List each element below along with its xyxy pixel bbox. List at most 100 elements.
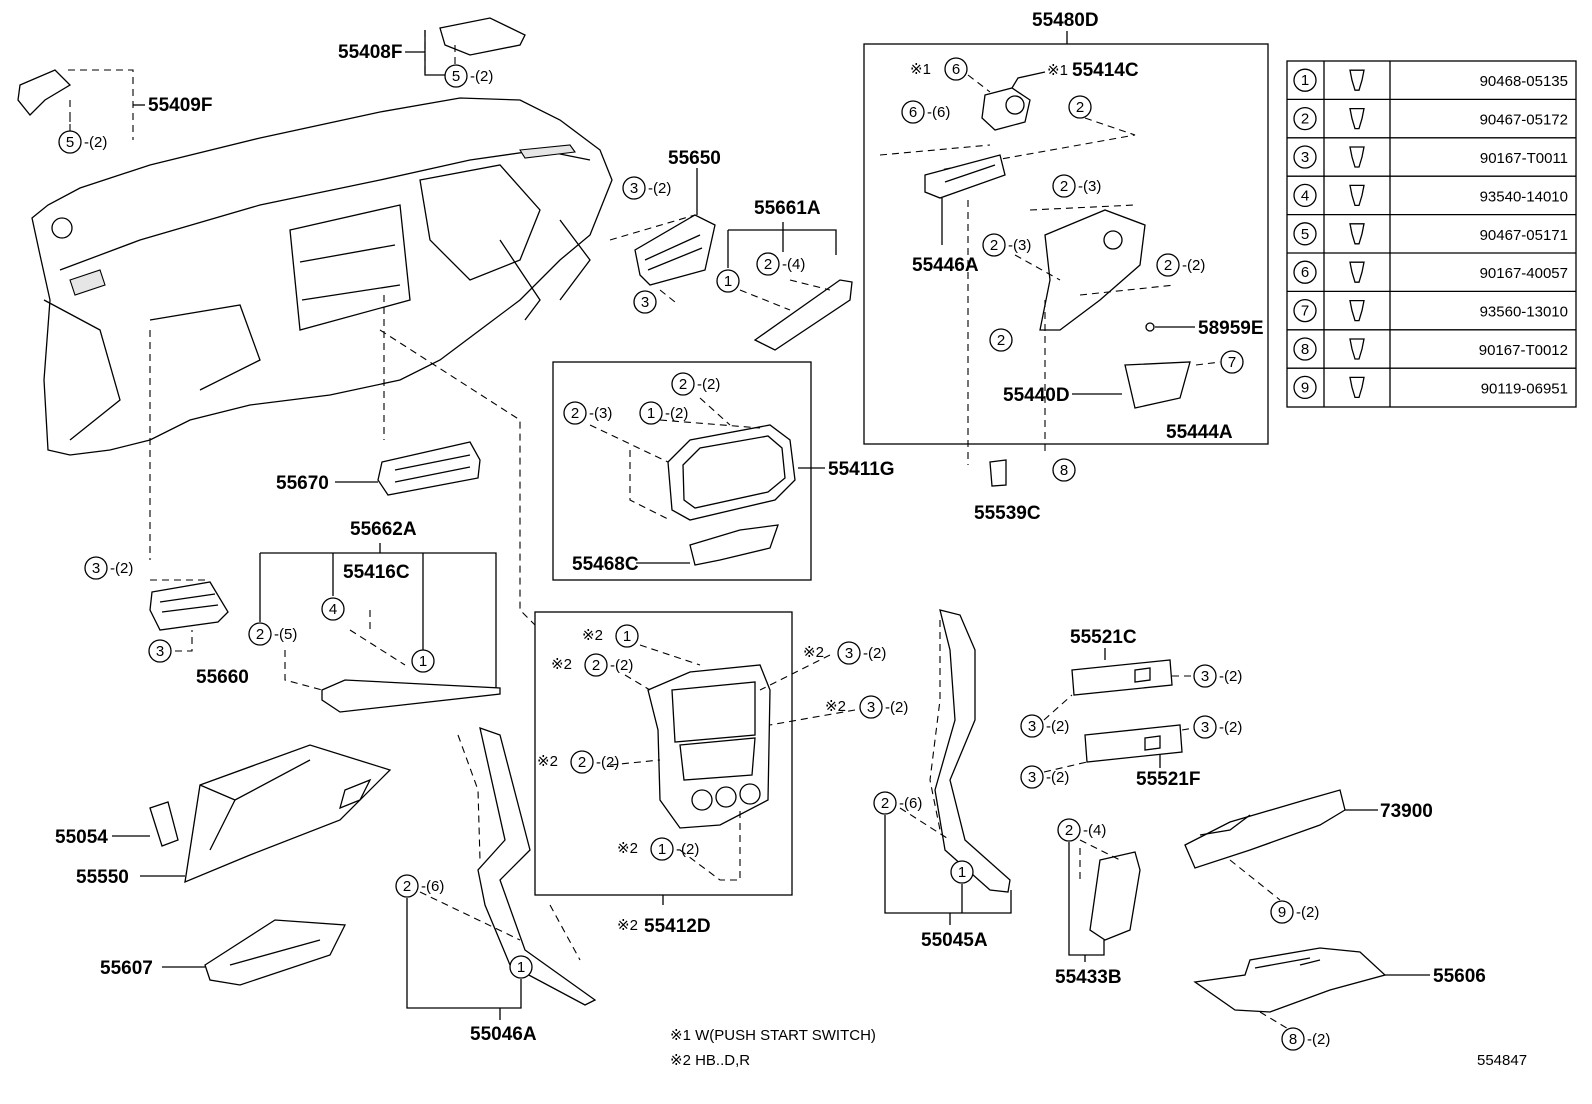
label-55444A: 55444A bbox=[1166, 422, 1233, 443]
callout-3: 3 bbox=[1201, 668, 1209, 685]
label-55416C: 55416C bbox=[343, 562, 410, 583]
fastener-icon bbox=[1349, 69, 1365, 91]
qty-label: -(6) bbox=[421, 878, 444, 895]
note-mark-2: ※2 bbox=[582, 627, 603, 644]
callout-1: 1 bbox=[623, 628, 631, 645]
legend-callout-circle bbox=[1293, 68, 1317, 92]
callout-1: 1 bbox=[517, 959, 525, 976]
callout-3: 3 bbox=[92, 560, 100, 577]
note-1: ※1 W(PUSH START SWITCH) bbox=[670, 1027, 876, 1044]
qty-label: -(2) bbox=[648, 180, 671, 197]
callout-2: 2 bbox=[764, 256, 772, 273]
qty-label: -(4) bbox=[1083, 822, 1106, 839]
qty-label: -(3) bbox=[1008, 237, 1031, 254]
label-55670: 55670 bbox=[276, 473, 329, 494]
callout-2: 2 bbox=[403, 878, 411, 895]
qty-label: -(2) bbox=[1219, 719, 1242, 736]
callout-2: 2 bbox=[1076, 99, 1084, 116]
fastener-icon bbox=[1349, 146, 1365, 168]
callout-1: 1 bbox=[724, 273, 732, 290]
callout-2: 2 bbox=[1065, 822, 1073, 839]
label-55480D: 55480D bbox=[1032, 10, 1099, 31]
qty-label: -(2) bbox=[697, 376, 720, 393]
legend-callout-number: 7 bbox=[1301, 303, 1309, 320]
callout-8: 8 bbox=[1289, 1031, 1297, 1048]
note-mark-2: ※2 bbox=[551, 656, 572, 673]
label-55606: 55606 bbox=[1433, 966, 1486, 987]
legend-part-number: 90467-05171 bbox=[1480, 227, 1568, 244]
qty-label: -(2) bbox=[1219, 668, 1242, 685]
qty-label: -(2) bbox=[610, 657, 633, 674]
legend-part-number: 90119-06951 bbox=[1481, 380, 1568, 397]
legend-callout-circle bbox=[1293, 298, 1317, 323]
callout-7: 7 bbox=[1228, 354, 1236, 371]
label-55607: 55607 bbox=[100, 958, 153, 979]
callout-2: 2 bbox=[1164, 257, 1172, 274]
callout-3: 3 bbox=[641, 294, 649, 311]
qty-label: -(2) bbox=[885, 699, 908, 716]
qty-label: -(2) bbox=[596, 754, 619, 771]
callout-3: 3 bbox=[867, 699, 875, 716]
qty-label: -(2) bbox=[110, 560, 133, 577]
legend-callout-circle bbox=[1293, 222, 1317, 246]
fastener-icon bbox=[1349, 299, 1365, 322]
part-55521-switch-panels: 55521C 3 -(2) 3 -(2) 3 -(2) 3 -(2) 55521… bbox=[1020, 627, 1242, 790]
legend-callout-number: 3 bbox=[1301, 149, 1309, 166]
label-55440D: 55440D bbox=[1003, 385, 1070, 406]
callout-2: 2 bbox=[990, 237, 998, 254]
qty-label: -(2) bbox=[1296, 904, 1319, 921]
part-55409F-bracket: 55409F 5 -(2) bbox=[17, 69, 212, 154]
part-55408F-bracket: 55408F 5 -(2) bbox=[338, 17, 526, 88]
qty-label: -(6) bbox=[927, 104, 950, 121]
legend-callout-circle bbox=[1293, 183, 1317, 208]
callout-6: 6 bbox=[952, 61, 960, 78]
note-mark-1: ※1 bbox=[910, 61, 931, 78]
label-55661A: 55661A bbox=[754, 198, 821, 219]
note-2: ※2 HB..D,R bbox=[670, 1052, 750, 1069]
fastener-icon bbox=[1349, 261, 1365, 283]
callout-3: 3 bbox=[1201, 719, 1209, 736]
legend-part-number: 90468-05135 bbox=[1480, 73, 1568, 90]
fastener-icon bbox=[1349, 376, 1365, 399]
legend-callout-circle bbox=[1293, 337, 1317, 361]
fastener-icon bbox=[1349, 223, 1365, 245]
part-55661A-trim: 55661A 2 -(4) 1 bbox=[716, 198, 853, 351]
label-55550: 55550 bbox=[76, 867, 129, 888]
part-55433B-panel: 2 -(4) 55433B bbox=[1055, 818, 1141, 988]
part-55650-vent: 55650 3 -(2) 3 bbox=[609, 148, 721, 314]
legend-callout-circle bbox=[1293, 106, 1317, 131]
legend-part-number: 93540-14010 bbox=[1480, 188, 1568, 205]
group-55662A: 55662A 55416C 2 -(5) 4 1 bbox=[248, 519, 501, 713]
qty-label: -(3) bbox=[1078, 178, 1101, 195]
qty-label: -(2) bbox=[1182, 257, 1205, 274]
label-73900: 73900 bbox=[1380, 801, 1433, 822]
callout-3: 3 bbox=[1028, 769, 1036, 786]
callout-2: 2 bbox=[256, 626, 264, 643]
callout-3: 3 bbox=[845, 645, 853, 662]
label-55539C: 55539C bbox=[974, 503, 1041, 524]
label-55414C: 55414C bbox=[1072, 60, 1139, 81]
label-55521F: 55521F bbox=[1136, 769, 1200, 790]
legend-part-number: 90167-T0012 bbox=[1479, 342, 1568, 359]
label-55411G: 55411G bbox=[828, 459, 895, 480]
label-55409F: 55409F bbox=[148, 95, 212, 116]
callout-4: 4 bbox=[329, 601, 337, 618]
callout-2: 2 bbox=[997, 332, 1005, 349]
part-55550-glove-box: 55054 55550 bbox=[55, 744, 392, 888]
qty-label: -(4) bbox=[782, 256, 805, 273]
label-55054: 55054 bbox=[55, 827, 108, 848]
label-55408F: 55408F bbox=[338, 42, 402, 63]
fastener-icon bbox=[1349, 184, 1365, 207]
label-55433B: 55433B bbox=[1055, 967, 1122, 988]
label-55660: 55660 bbox=[196, 667, 249, 688]
label-55468C: 55468C bbox=[572, 554, 639, 575]
legend-callout-number: 4 bbox=[1301, 187, 1309, 204]
note-mark-2: ※2 bbox=[617, 840, 638, 857]
label-55650: 55650 bbox=[668, 148, 721, 169]
legend-part-number: 90467-05172 bbox=[1480, 112, 1568, 129]
legend-callout-number: 5 bbox=[1301, 226, 1309, 243]
qty-label: -(2) bbox=[470, 68, 493, 85]
group-55412D: ※2 1 ※2 2 -(2) ※2 3 -(2) ※2 3 -(2) ※2 2 … bbox=[534, 611, 908, 937]
